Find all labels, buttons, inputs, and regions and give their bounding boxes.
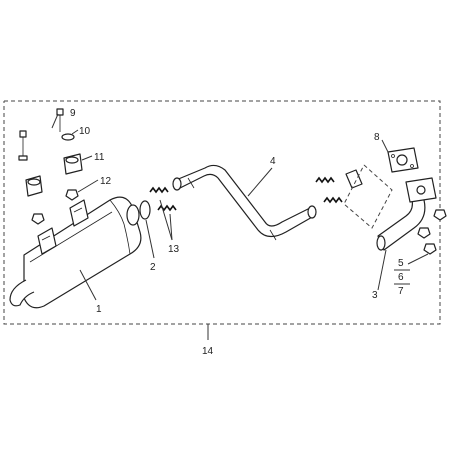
spring-right-lower [323,196,343,204]
callout-10: 10 [79,126,91,137]
middle-exhaust-pipe [172,164,317,241]
spring-right-upper [315,176,335,184]
callout-3: 3 [372,290,378,301]
washer-10 [61,133,75,141]
callout-8: 8 [374,132,380,143]
bolt-9 [56,108,64,132]
callout-13: 13 [168,244,180,255]
callout-5: 5 [398,258,404,269]
callout-9: 9 [70,108,76,119]
callout-11: 11 [94,152,105,163]
gasket-2 [139,200,151,220]
exhaust-flange-lower [405,177,437,203]
callout-12: 12 [100,176,112,187]
bolt-left [18,130,28,161]
rubber-mount-11 [63,153,83,175]
gasket-right [345,169,363,189]
rubber-mount-left [25,175,43,197]
spring-13-upper [149,186,169,194]
nut-12 [65,189,79,201]
callout-6: 6 [398,272,404,283]
callout-7: 7 [398,286,404,297]
nut-left [31,213,45,225]
callout-1: 1 [96,304,102,315]
exhaust-flange-8 [387,147,419,173]
sub-assembly-outline [343,164,393,229]
callout-4: 4 [270,156,276,167]
spring-13-lower [157,204,177,212]
muffler [9,196,142,309]
callout-2: 2 [150,262,156,273]
assembly-outline [3,100,441,325]
callout-14: 14 [202,346,214,357]
nut-stack [417,209,447,255]
